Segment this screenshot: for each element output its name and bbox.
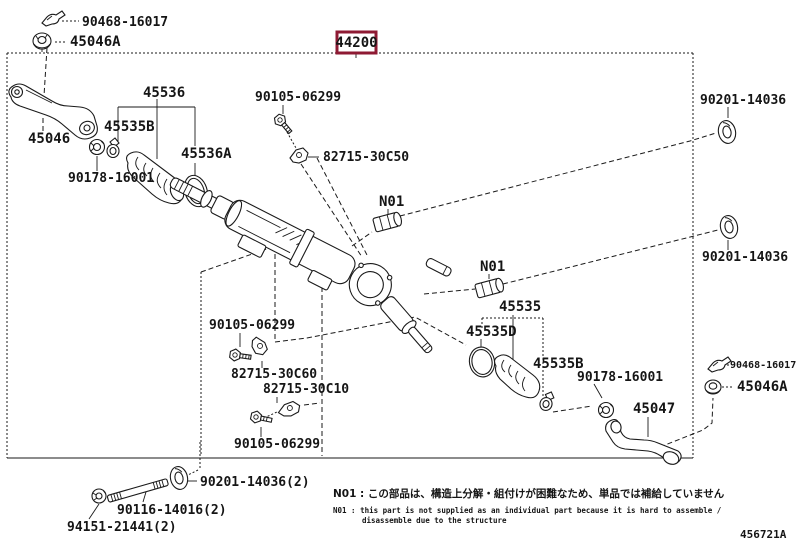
note-en-1: N01 : this part is not supplied as an in… <box>333 506 722 515</box>
rod-end-sketch-45047 <box>605 418 682 465</box>
clamp-sketch-right <box>539 391 555 412</box>
label-bolt-top: 90105-06299 <box>255 90 341 105</box>
part-labels: 90468-16017 45046A 90201-14036 45536 455… <box>28 15 796 535</box>
label-grommet-right-low: 45046A <box>737 379 788 395</box>
label-note-marker-1: N01 <box>379 194 404 210</box>
grommet-sketch-top-left <box>32 32 52 52</box>
label-clip-right: 90468-16017 <box>730 360 796 371</box>
note-ja: N01 : この部品は、構造上分解・組付けが困難なため、単品では補給していません <box>333 487 725 500</box>
label-grommet-top-left: 45046A <box>70 34 121 50</box>
label-ring-right: 45535D <box>466 324 517 340</box>
ring-sketch-right <box>468 346 496 378</box>
clamp-sketch-left <box>106 137 120 159</box>
bracket-sketch-mid <box>251 336 268 356</box>
steering-gear-sketch <box>169 177 452 354</box>
washer-sketch-bottom <box>169 466 189 490</box>
nut-sketch-left <box>88 138 106 156</box>
bolt-sketch-mid <box>229 348 252 362</box>
nut-sketch-bottom <box>91 488 107 504</box>
note-en-2: disassemble due to the structure <box>362 516 507 525</box>
selected-part-box[interactable]: 44200 <box>335 30 378 55</box>
boot-sketch-right <box>493 354 541 399</box>
grommet-sketch-right <box>704 379 722 395</box>
label-bolt-low: 90105-06299 <box>234 437 320 452</box>
label-bracket-top: 82715-30C50 <box>323 150 409 165</box>
clip-icon-right <box>707 356 732 373</box>
label-rod-end-right: 45047 <box>633 401 675 417</box>
label-boot-right: 45535 <box>499 299 541 315</box>
label-clip-top-left: 90468-16017 <box>82 15 168 30</box>
label-grommet-top-right: 90201-14036 <box>700 93 786 108</box>
label-nut-left: 90178-16001 <box>68 171 154 186</box>
label-boot-left: 45536 <box>143 85 185 101</box>
label-stud-bolt: 90116-14016(2) <box>117 503 227 518</box>
label-ring-left: 45536A <box>181 146 232 162</box>
label-clamp-right: 45535B <box>533 356 584 372</box>
label-note-marker-2: N01 <box>480 259 505 275</box>
bracket-sketch-top <box>289 147 309 164</box>
footnotes: N01 : この部品は、構造上分解・組付けが困難なため、単品では補給していません… <box>333 487 787 541</box>
stud-bolt-sketch <box>106 478 169 503</box>
figure-code: 456721A <box>740 528 787 541</box>
label-nut-bottom: 94151-21441(2) <box>67 520 177 535</box>
label-grommet-right: 90201-14036 <box>702 250 788 265</box>
selected-part-label[interactable]: 44200 <box>335 35 377 51</box>
grommet-sketch-top-right <box>717 120 737 144</box>
label-clamp-left: 45535B <box>104 119 155 135</box>
bolt-sketch-low <box>249 410 273 424</box>
label-nut-right: 90178-16001 <box>577 370 663 385</box>
leader-lines-dashed <box>42 20 734 477</box>
n01-part-sketch-1 <box>372 211 403 233</box>
label-bracket-low: 82715-30C10 <box>263 382 349 397</box>
bolt-sketch-top <box>273 113 293 135</box>
clip-icon-top-left <box>41 10 66 27</box>
label-washer-bottom: 90201-14036(2) <box>200 475 310 490</box>
pitman-arm-sketch <box>8 83 98 140</box>
n01-part-sketch-2 <box>474 277 505 299</box>
label-bracket-mid: 82715-30C60 <box>231 367 317 382</box>
label-bolt-mid: 90105-06299 <box>209 318 295 333</box>
grommet-sketch-mid-right <box>719 215 739 239</box>
label-pitman-arm: 45046 <box>28 131 70 147</box>
diagram-frame <box>6 52 694 459</box>
bracket-sketch-low <box>277 400 301 417</box>
nut-sketch-right <box>597 401 615 419</box>
